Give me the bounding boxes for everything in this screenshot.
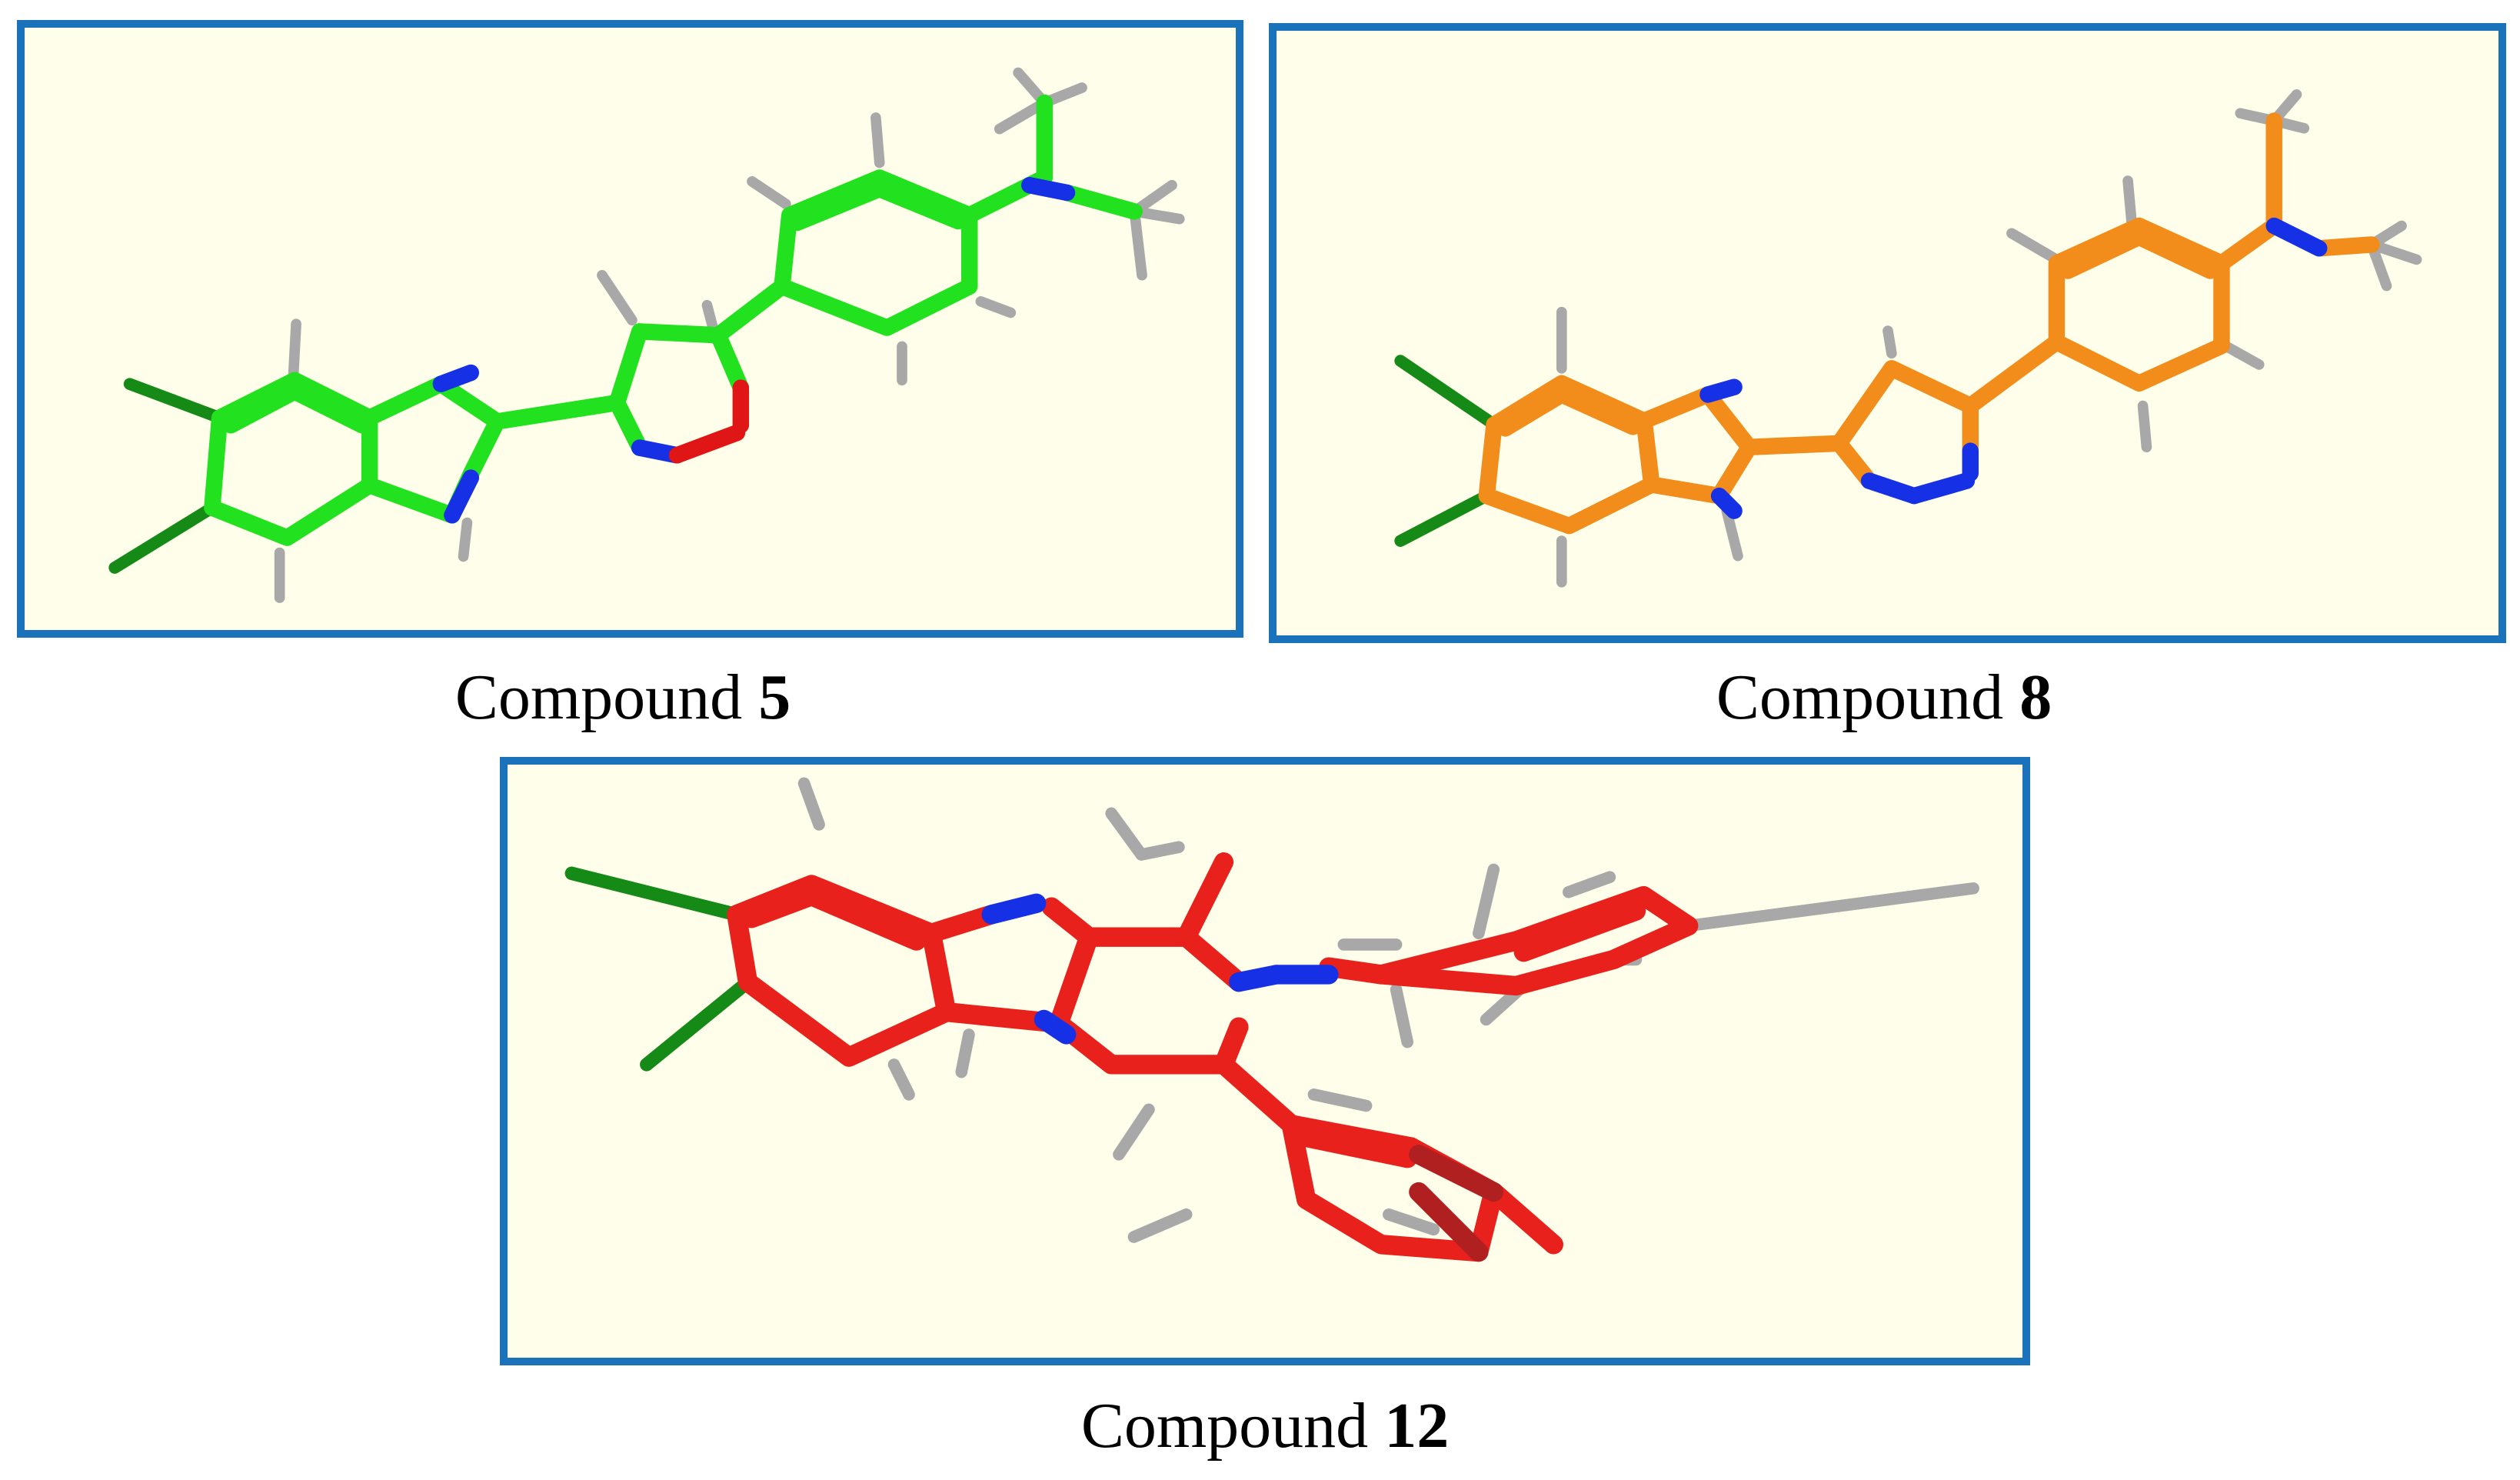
compound-number: 12 [1384,1390,1450,1462]
molecule-compound-5 [108,67,1185,603]
caption-compound-12: Compound 12 [1027,1388,1503,1463]
caption-compound-8: Compound 8 [1646,660,2122,735]
hydrogen-bond [288,318,301,386]
molecule-compound-12 [564,777,1979,1262]
molecule-panel-compound-12 [500,757,2030,1365]
caption-prefix: Compound [1716,662,2004,733]
caption-prefix: Compound [1080,1390,1369,1462]
molecule-compound-8 [1394,89,2422,588]
caption-prefix: Compound [454,662,743,733]
caption-compound-5: Compound 5 [384,660,861,735]
compound-number: 5 [758,662,791,733]
molecule-panel-compound-8 [1269,23,2506,643]
molecule-panel-compound-5 [17,20,1243,638]
compound-number: 8 [2019,662,2052,733]
